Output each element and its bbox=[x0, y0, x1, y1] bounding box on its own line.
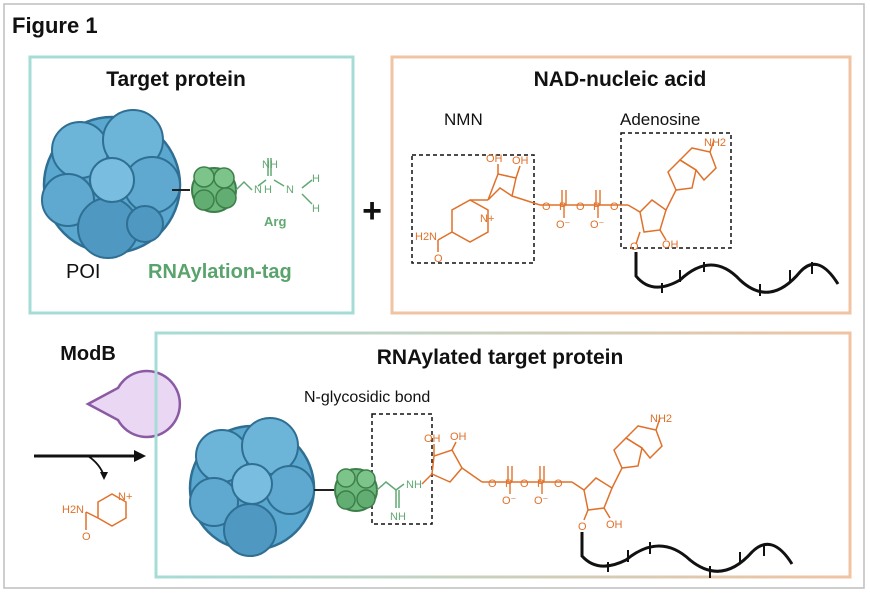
nad-p2: P bbox=[593, 201, 600, 213]
product-n-label: N bbox=[406, 479, 414, 491]
figure-title: Figure 1 bbox=[12, 13, 98, 38]
nmn-o: O bbox=[434, 253, 443, 265]
arg-nh-label: NH bbox=[262, 159, 278, 171]
arg-hn-label: H bbox=[264, 184, 272, 196]
byproduct-arrow-head bbox=[100, 472, 108, 480]
nmn-n-plus: N+ bbox=[480, 213, 494, 225]
product-poi-icon bbox=[188, 417, 316, 557]
modb-label: ModB bbox=[60, 343, 116, 365]
nmn-label: NMN bbox=[444, 110, 483, 129]
arg-nh2-n-label: N bbox=[286, 184, 294, 196]
target-protein-frame bbox=[28, 55, 355, 315]
nad-rna-strand bbox=[634, 252, 840, 296]
modb-enzyme-icon bbox=[85, 369, 182, 439]
product-o-minus1: O⁻ bbox=[502, 495, 517, 507]
nicotinamide-n-plus: N+ bbox=[118, 491, 132, 503]
arg-h2-label: H bbox=[312, 203, 320, 215]
target-protein-panel: Target protein bbox=[28, 55, 355, 315]
rnaylated-frame bbox=[154, 331, 852, 579]
nmn-h2n: H2N bbox=[415, 231, 437, 243]
product-phosphate-chain bbox=[482, 466, 572, 494]
nicotinamide-structure bbox=[85, 493, 127, 530]
poi-protein-icon bbox=[41, 109, 182, 259]
nad-title: NAD-nucleic acid bbox=[534, 68, 707, 91]
outer-frame bbox=[3, 3, 865, 589]
nmn-dashed-box bbox=[411, 154, 535, 264]
nad-p1: P bbox=[559, 201, 566, 213]
nicotinamide-o: O bbox=[82, 531, 91, 543]
bond-label: N-glycosidic bond bbox=[304, 389, 430, 406]
nmn-oh1: OH bbox=[486, 153, 503, 165]
product-nh2: NH2 bbox=[650, 413, 672, 425]
adenosine-oh: OH bbox=[662, 239, 679, 251]
nad-phosphate-chain bbox=[540, 190, 628, 218]
product-o1: O bbox=[488, 478, 497, 490]
arg-h1-label: H bbox=[312, 173, 320, 185]
poi-label: POI bbox=[66, 261, 100, 283]
product-h-label: H bbox=[414, 479, 422, 491]
product-oh2: OH bbox=[450, 431, 467, 443]
product-p2: P bbox=[537, 478, 544, 490]
product-rna-strand bbox=[580, 532, 794, 578]
nad-o2: O bbox=[576, 201, 585, 213]
rnaylation-tag-label: RNAylation-tag bbox=[148, 261, 292, 283]
product-o-minus2: O⁻ bbox=[534, 495, 549, 507]
product-ribose bbox=[421, 441, 483, 485]
rnaylation-tag-icon bbox=[191, 166, 237, 213]
product-adenosine-o: O bbox=[578, 521, 587, 533]
adenosine-o: O bbox=[630, 241, 639, 253]
bond-dashed-box bbox=[371, 413, 433, 525]
product-o2: O bbox=[520, 478, 529, 490]
arg-structure bbox=[235, 158, 313, 205]
rnaylated-panel: RNAylated target protein N-glycosidic bo… bbox=[154, 331, 852, 579]
adenosine-label: Adenosine bbox=[620, 110, 700, 129]
nicotinamide-h2n: H2N bbox=[62, 504, 84, 516]
arg-n-label: N bbox=[254, 184, 262, 196]
nad-o-minus1: O⁻ bbox=[556, 219, 571, 231]
nad-frame bbox=[390, 55, 852, 315]
product-tag-icon bbox=[334, 468, 378, 512]
target-protein-title: Target protein bbox=[106, 68, 246, 91]
product-o3: O bbox=[554, 478, 563, 490]
modb-area: ModB N+ H2N O bbox=[34, 343, 182, 543]
nad-o3: O bbox=[610, 201, 619, 213]
product-p1: P bbox=[505, 478, 512, 490]
adenosine-structure bbox=[627, 139, 717, 245]
product-adenosine bbox=[571, 417, 663, 521]
product-oh1: OH bbox=[424, 433, 441, 445]
nmn-oh2: OH bbox=[512, 155, 529, 167]
rnaylated-title: RNAylated target protein bbox=[377, 346, 624, 369]
nad-nucleic-acid-panel: NAD-nucleic acid NMN Adenosine N+ H2N O … bbox=[390, 55, 852, 315]
nad-o1: O bbox=[542, 201, 551, 213]
plus-sign: + bbox=[362, 192, 382, 230]
product-adenosine-oh: OH bbox=[606, 519, 623, 531]
nmn-structure bbox=[437, 164, 541, 252]
nad-o-minus2: O⁻ bbox=[590, 219, 605, 231]
reaction-arrow-head bbox=[134, 450, 146, 462]
arg-label: Arg bbox=[264, 214, 286, 229]
adenosine-nh2: NH2 bbox=[704, 137, 726, 149]
product-amidine bbox=[376, 481, 405, 508]
adenosine-dashed-box bbox=[620, 132, 732, 249]
product-nh-label: NH bbox=[390, 511, 406, 523]
